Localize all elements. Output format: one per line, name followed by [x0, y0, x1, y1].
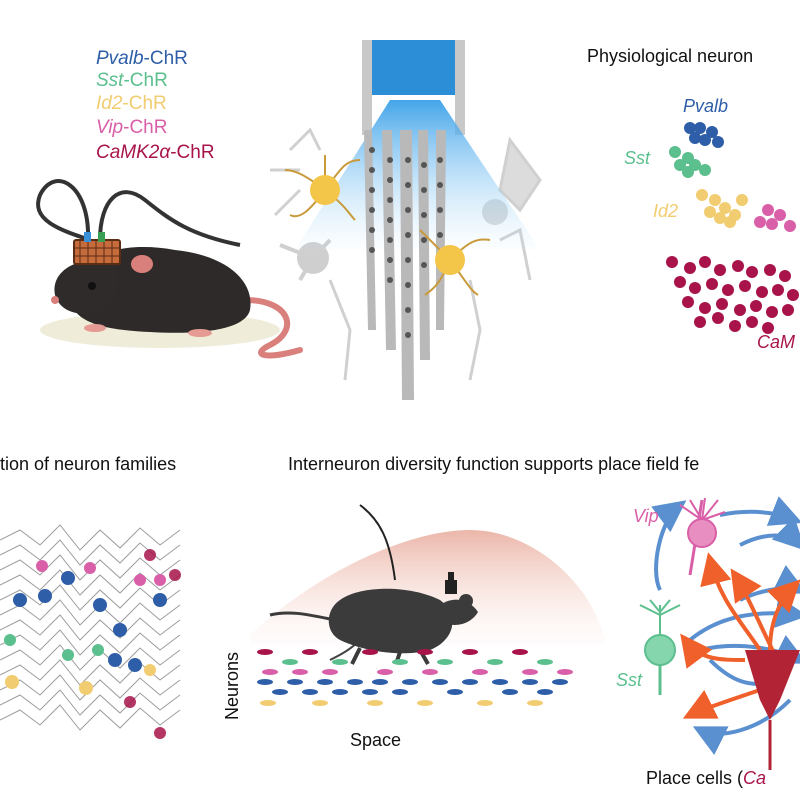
circuit-panel: Vip Sst Place cells (Ca	[616, 496, 800, 788]
construct-label-pvalb: Pvalb-ChR	[96, 48, 188, 69]
place-ylabel: Neurons	[222, 652, 242, 720]
cluster-label-sst: Sst	[624, 148, 651, 168]
mouse-icon	[36, 179, 303, 359]
circuit-caption: Place cells (Ca	[646, 768, 766, 788]
circuit-label-vip: Vip	[633, 506, 659, 526]
cluster-label-pvalb: Pvalb	[683, 96, 728, 116]
interneuron-panel-title: Interneuron diversity function supports …	[288, 454, 699, 474]
cluster-label-camk: CaM	[757, 332, 795, 352]
families-panel-title: tion of neuron families	[0, 454, 176, 474]
cluster-pvalb	[684, 122, 724, 148]
cluster-panel: Physiological neuron Pvalb Sst Id2 CaM	[587, 46, 799, 352]
circuit-label-sst: Sst	[616, 670, 643, 690]
pyramidal-neuron-icon	[745, 650, 800, 770]
cluster-label-id2: Id2	[653, 201, 678, 221]
probe-icon	[270, 40, 542, 400]
place-xlabel: Space	[350, 730, 401, 750]
place-field-panel: Neurons Space	[222, 504, 605, 750]
construct-label-sst: Sst-ChR	[96, 70, 168, 91]
sst-neuron-icon	[639, 599, 681, 695]
construct-label-id2: Id2-ChR	[96, 93, 167, 114]
cluster-panel-title: Physiological neuron	[587, 46, 753, 66]
cluster-id2	[696, 189, 748, 228]
cluster-camk	[666, 256, 799, 334]
construct-label-camk2a: CaMK2α-ChR	[96, 142, 215, 163]
vip-neuron-icon	[679, 497, 726, 576]
cluster-vip	[754, 204, 796, 232]
place-cell-raster	[257, 649, 573, 706]
families-traces	[0, 524, 181, 739]
cluster-sst	[669, 146, 711, 178]
construct-label-vip: Vip-ChR	[96, 117, 167, 138]
neuron-icon	[284, 155, 361, 221]
construct-list: Pvalb-ChR Sst-ChR Id2-ChR Vip-ChR CaMK2α…	[96, 48, 215, 163]
running-mouse-icon	[269, 504, 478, 665]
